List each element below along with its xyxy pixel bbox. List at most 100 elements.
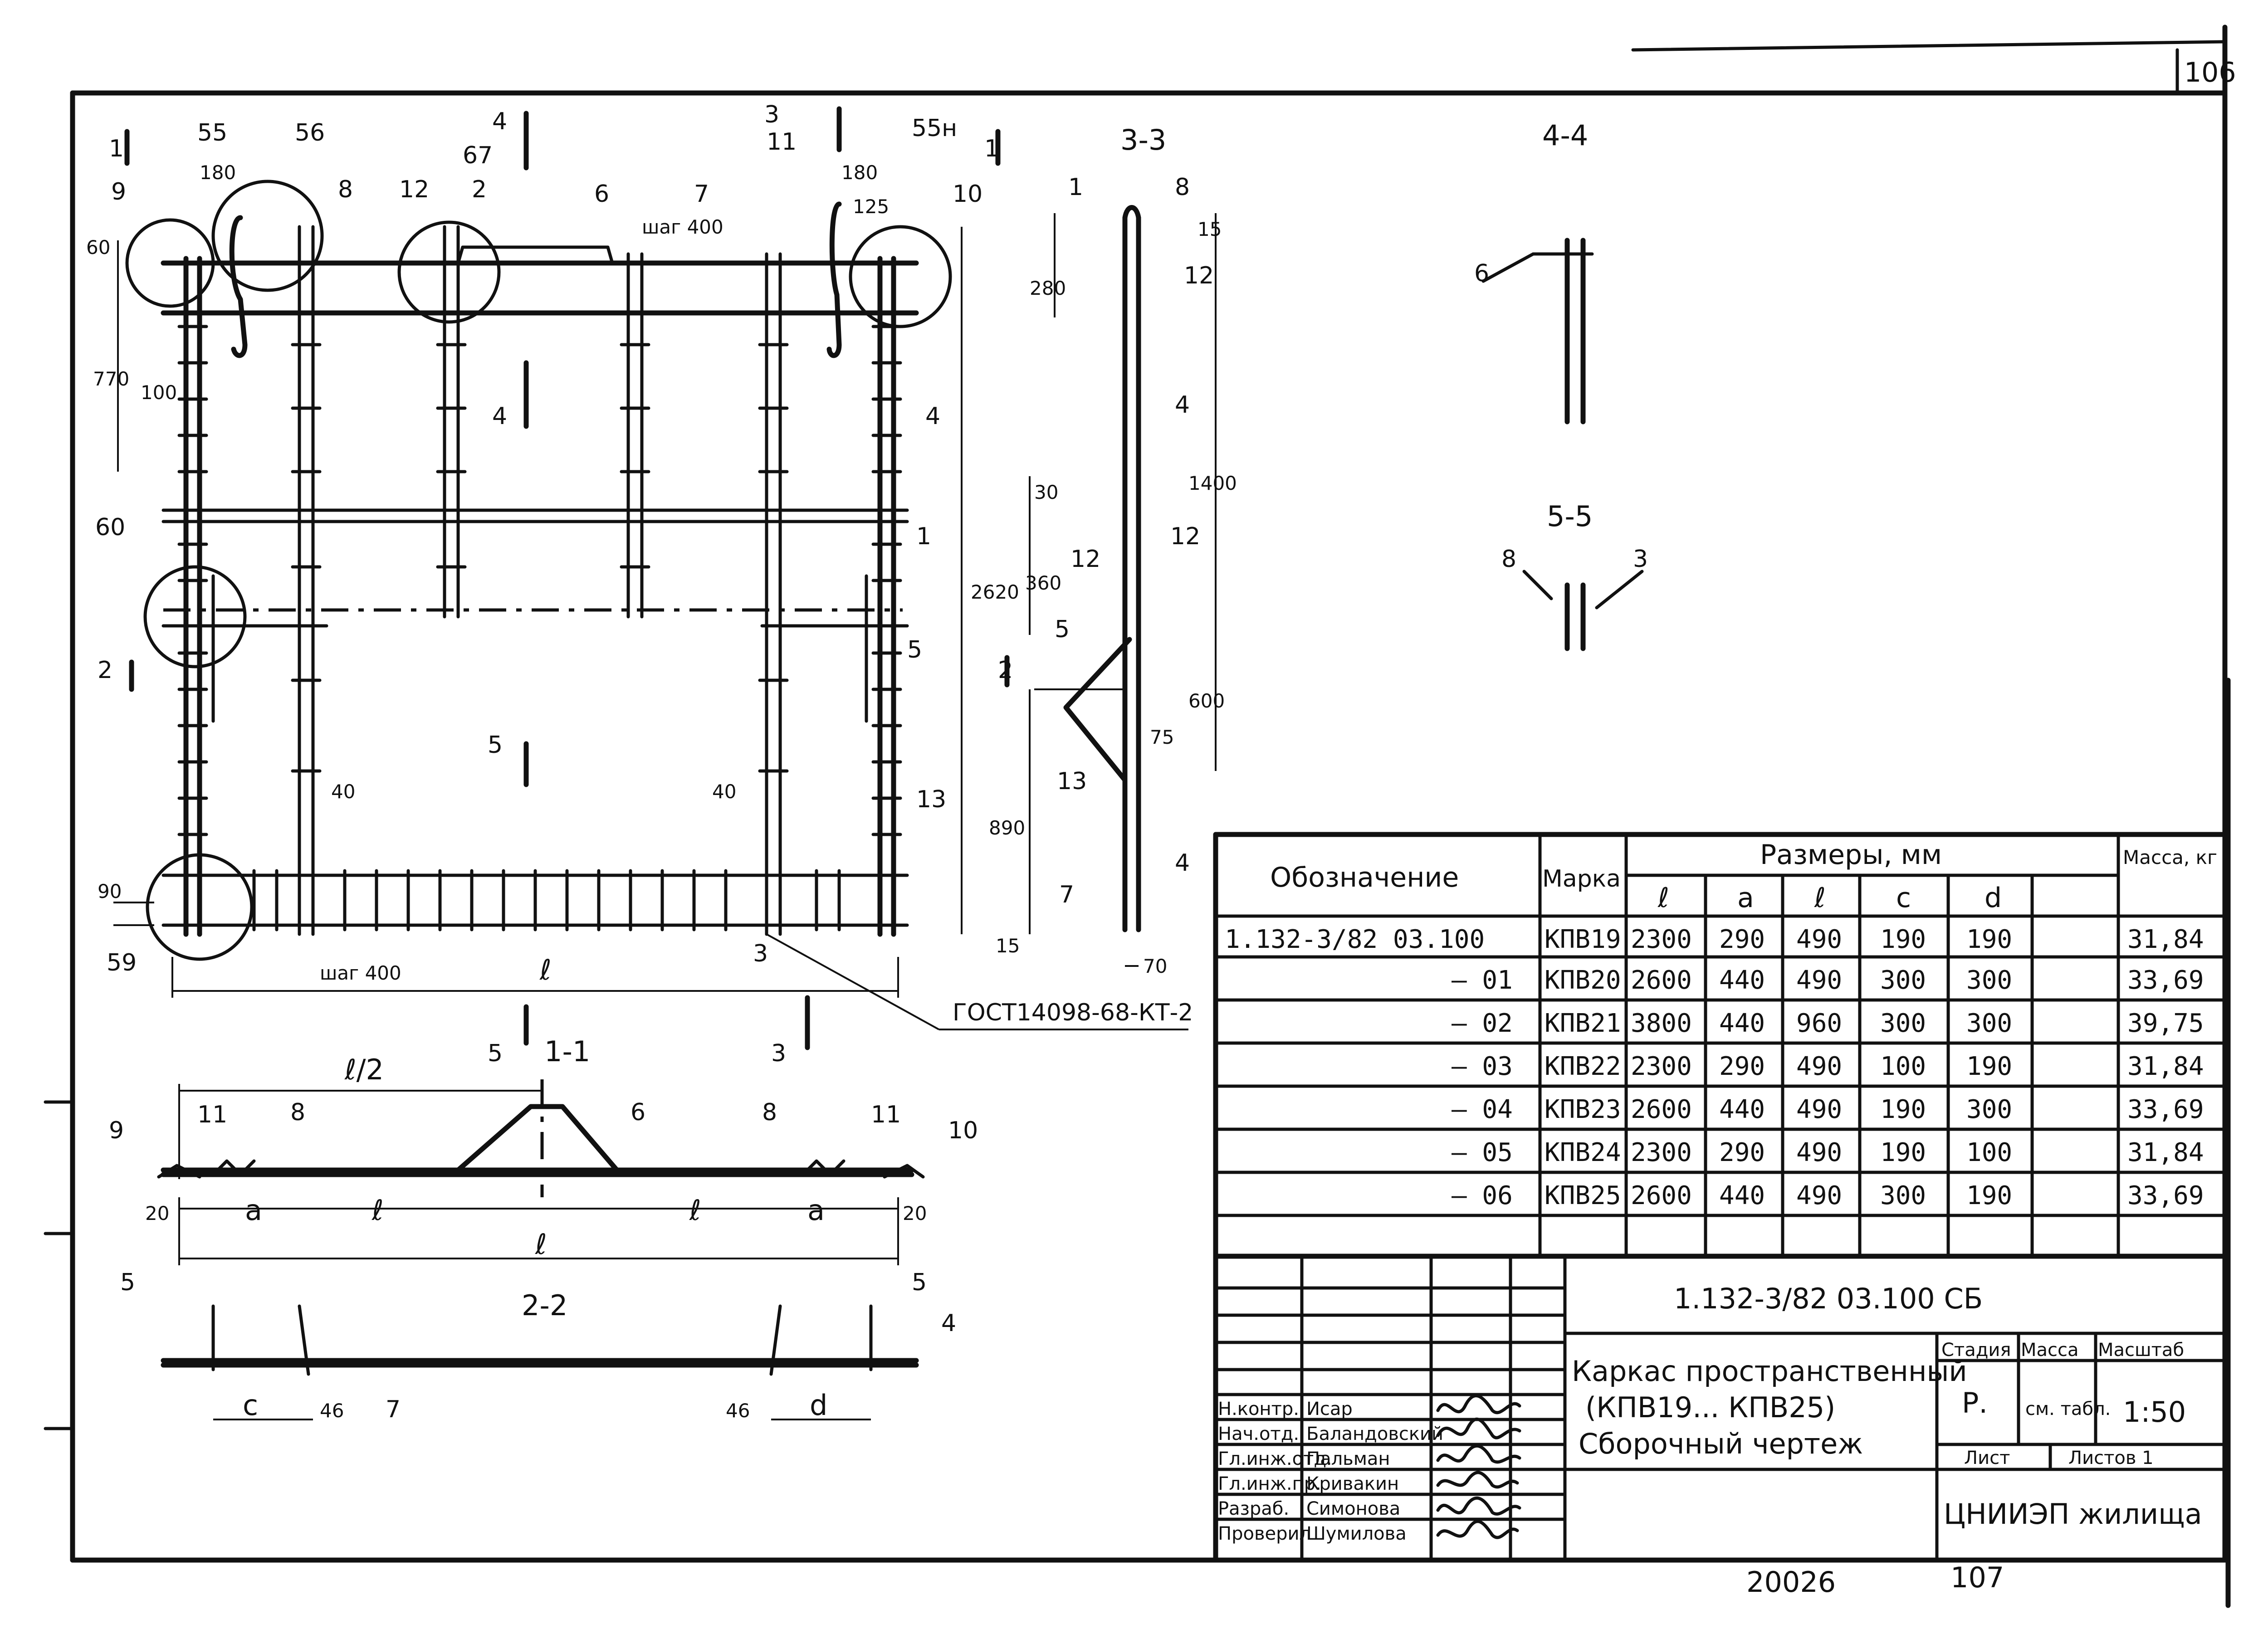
s33-dim-75: 75 [1150,726,1174,748]
table-row-mark: КПВ21 [1545,1009,1621,1038]
section-1-1-title: 1-1 [544,1035,590,1068]
s11-dim-b-right: ℓ [689,1194,701,1227]
detail-circle-60 [143,565,247,668]
spec-col-mass: Масса, кг [2123,846,2217,868]
section-mark-4-mid: 4 [492,403,507,430]
dim-90: 90 [98,880,122,902]
s22-dim-d: d [810,1389,827,1422]
drawing-name-line2: (КПВ19... КПВ25) [1585,1391,1835,1424]
s22-callout-7: 7 [386,1396,401,1423]
table-row-l: 2600 [1631,966,1692,995]
callout-7-top: 7 [694,180,709,208]
table-row-a: 290 [1719,925,1765,954]
s11-callout-9: 9 [109,1117,124,1144]
section-mark-4-top: 4 [492,108,507,135]
scale-value: 1:50 [2123,1395,2186,1429]
s22-callout-5-right: 5 [912,1269,927,1296]
s33-callout-1: 1 [1068,174,1083,201]
section-4-4-drawing [1481,238,1594,424]
s33-dim-1400: 1400 [1188,472,1237,494]
s11-dim-20-right: 20 [903,1202,927,1224]
table-row-d: 190 [1966,925,2012,954]
table-row-d: 300 [1966,1009,2012,1038]
s11-callout-11-left: 11 [197,1101,227,1128]
s11-dim-20-left: 20 [145,1202,169,1224]
table-row-b: 960 [1796,1009,1842,1038]
table-row-mark: КПВ19 [1545,925,1621,954]
dim-125: 125 [853,195,889,218]
table-row-b: 490 [1796,1138,1842,1167]
callout-1: 1 [916,523,931,550]
table-row-c: 190 [1880,1095,1926,1124]
table-row-d: 100 [1966,1138,2012,1167]
section-mark-5-bottom: 5 [488,1040,503,1067]
signature-scribble [1436,1471,1519,1489]
drawing-name-line1: Каркас пространственный [1572,1355,1967,1388]
table-row-mass: 33,69 [2127,966,2204,995]
table-row-c: 190 [1880,1138,1926,1167]
dim-100: 100 [141,381,177,404]
table-row-c: 100 [1880,1052,1926,1081]
page-number-top: 106 [2184,57,2236,88]
table-row-d: 190 [1966,1181,2012,1210]
callout-13: 13 [916,786,946,813]
section-2-2-title: 2-2 [522,1289,567,1322]
table-row-designation: 1.132-3/82 03.100 [1225,925,1485,954]
spec-sub-b: ℓ [1814,882,1826,914]
stage-label: Стадия [1941,1340,2011,1361]
table-row-b: 490 [1796,1052,1842,1081]
signer-name: Пальман [1306,1449,1390,1469]
table-row-c: 190 [1880,925,1926,954]
detail-circle-55 [125,218,215,308]
callout-10: 10 [953,180,982,208]
sheet-label: Лист [1964,1448,2010,1468]
s33-callout-5: 5 [1055,616,1070,643]
pitch-label-bottom: шаг 400 [320,962,401,984]
section-5-5-title: 5-5 [1547,500,1593,533]
drawing-name-line3: Сборочный чертеж [1579,1427,1863,1460]
s33-dim-15-bottom: 15 [996,935,1020,957]
table-row-a: 440 [1719,1181,1765,1210]
table-row-l: 2600 [1631,1181,1692,1210]
signer-name: Шумилова [1306,1523,1407,1544]
callout-9: 9 [111,178,126,205]
section-mark-5-mid: 5 [488,732,503,759]
s33-dim-600: 600 [1188,690,1225,712]
spec-sub-a: a [1737,882,1754,914]
callout-11: 11 [767,128,797,156]
table-row-mark: КПВ24 [1545,1138,1621,1167]
signer-role: Н.контр. [1218,1399,1299,1419]
s44-callout-6: 6 [1474,260,1489,287]
s33-callout-4-bottom: 4 [1175,849,1190,877]
table-row-designation: — 02 [1452,1009,1513,1038]
s22-dim-c: c [243,1389,258,1422]
section-mark-2-right: 2 [998,657,1013,684]
table-row-d: 300 [1966,1095,2012,1124]
section-mark-3-bottom: 3 [771,1040,786,1067]
s55-callout-8: 8 [1501,546,1516,573]
table-row-d: 300 [1966,966,2012,995]
signer-role: Гл.инж.отд. [1218,1449,1332,1469]
s33-dim-70: 70 [1143,955,1167,977]
dim-770: 770 [93,368,129,390]
table-row-mass: 31,84 [2127,925,2204,954]
s55-callout-3: 3 [1633,546,1648,573]
table-row-mass: 33,69 [2127,1181,2204,1210]
s11-dim-l-total: ℓ [535,1228,547,1261]
s11-dim-a-left: a [245,1194,262,1227]
s22-callout-5-left: 5 [120,1269,135,1296]
callout-56: 56 [295,119,325,146]
signer-role: Нач.отд. [1218,1424,1299,1444]
detail-circle-59 [146,853,254,961]
s33-dim-30: 30 [1034,481,1058,503]
s11-callout-8-left: 8 [290,1099,305,1126]
table-row-designation: — 04 [1452,1095,1513,1124]
s11-callout-11-right: 11 [871,1101,901,1128]
section-arrows [124,106,1010,1050]
s11-dim-a-right: a [807,1194,825,1227]
spec-table-rows: 1.132-3/82 03.100 КПВ19 2300 290 490 190… [1225,925,2204,1210]
callout-55h: 55н [912,115,957,142]
table-row-designation: — 03 [1452,1052,1513,1081]
table-row-mass: 31,84 [2127,1138,2204,1167]
